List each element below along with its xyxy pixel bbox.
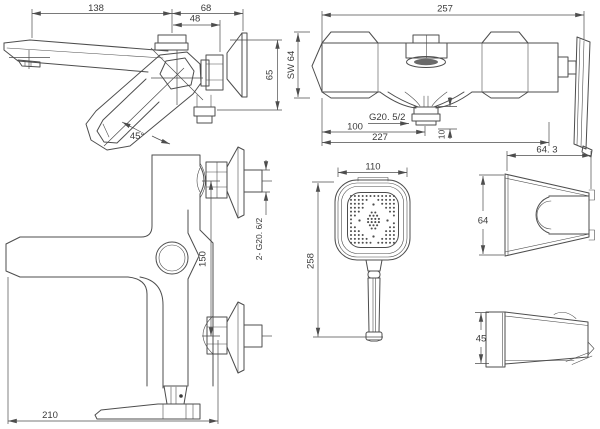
faucet-side-view: 138 68 48 65 45° xyxy=(3,3,282,151)
dim-110-label: 110 xyxy=(365,162,380,173)
aerator xyxy=(17,59,41,68)
dim-sw64-label: SW 64 xyxy=(286,51,297,80)
dim-100-label: 100 xyxy=(347,122,363,133)
dim-45-label: 45 xyxy=(476,334,487,345)
spout-curtain xyxy=(379,91,473,109)
dim-64-3-label: 64. 3 xyxy=(536,145,557,156)
thread-g20-label: G20. 5/2 xyxy=(369,112,405,123)
dim-65-label: 65 xyxy=(265,70,276,81)
bracket-cone xyxy=(504,173,590,257)
hand-shower-view: 110 258 xyxy=(306,162,411,342)
bracket-clip xyxy=(535,196,550,234)
handle-lever xyxy=(85,51,202,151)
joint-circle xyxy=(155,241,189,275)
bracket-wall-plate xyxy=(485,311,506,368)
mixer-side-view: 2- G20. 6/2 150 210 xyxy=(5,146,272,424)
right-hex-cap xyxy=(481,31,529,99)
bracket-side-view: 45 xyxy=(475,311,595,368)
bottom-thread-nipple xyxy=(243,324,263,348)
shower-outlet xyxy=(193,106,216,117)
wall-escutcheon xyxy=(226,32,243,98)
hex-nut xyxy=(205,54,224,91)
left-hex-cap xyxy=(311,31,379,99)
wall-elbow-plate xyxy=(573,36,591,150)
dim-68-label: 68 xyxy=(201,3,212,14)
dim-210-label: 210 xyxy=(42,410,58,421)
dim-150-label: 150 xyxy=(198,251,209,267)
shower-handle xyxy=(367,277,381,333)
shower-head xyxy=(334,179,411,261)
bottom-escutcheon xyxy=(226,301,245,374)
bracket-front-view: 64. 3 64 xyxy=(478,145,595,257)
dim-258-label: 258 xyxy=(306,253,317,269)
spout-outlet xyxy=(411,113,441,122)
dim-10-label: 10 xyxy=(437,130,447,140)
dim-227-label: 227 xyxy=(372,132,388,143)
angle-45-label: 45° xyxy=(130,131,145,142)
shower-holder-base xyxy=(94,403,201,420)
spray-face xyxy=(347,192,399,248)
bracket-side-body xyxy=(504,311,589,365)
spout-outline xyxy=(3,39,169,52)
top-thread-nipple xyxy=(243,169,263,193)
mixer-front-view: 257 SW 64 G20. 5/2 100 227 10 xyxy=(286,4,593,158)
top-escutcheon xyxy=(226,146,245,219)
mixer-side-body xyxy=(151,154,214,387)
diverter-knob xyxy=(412,34,440,44)
dim-64-label: 64 xyxy=(478,216,489,227)
dim-257-label: 257 xyxy=(437,4,453,15)
thread-2xg20-label: 2- G20. 6/2 xyxy=(254,217,264,260)
dim-138-label: 138 xyxy=(88,3,104,14)
mixer-body xyxy=(321,42,559,93)
dim-48-label: 48 xyxy=(190,14,201,25)
spray-nozzle-dots xyxy=(350,195,395,244)
